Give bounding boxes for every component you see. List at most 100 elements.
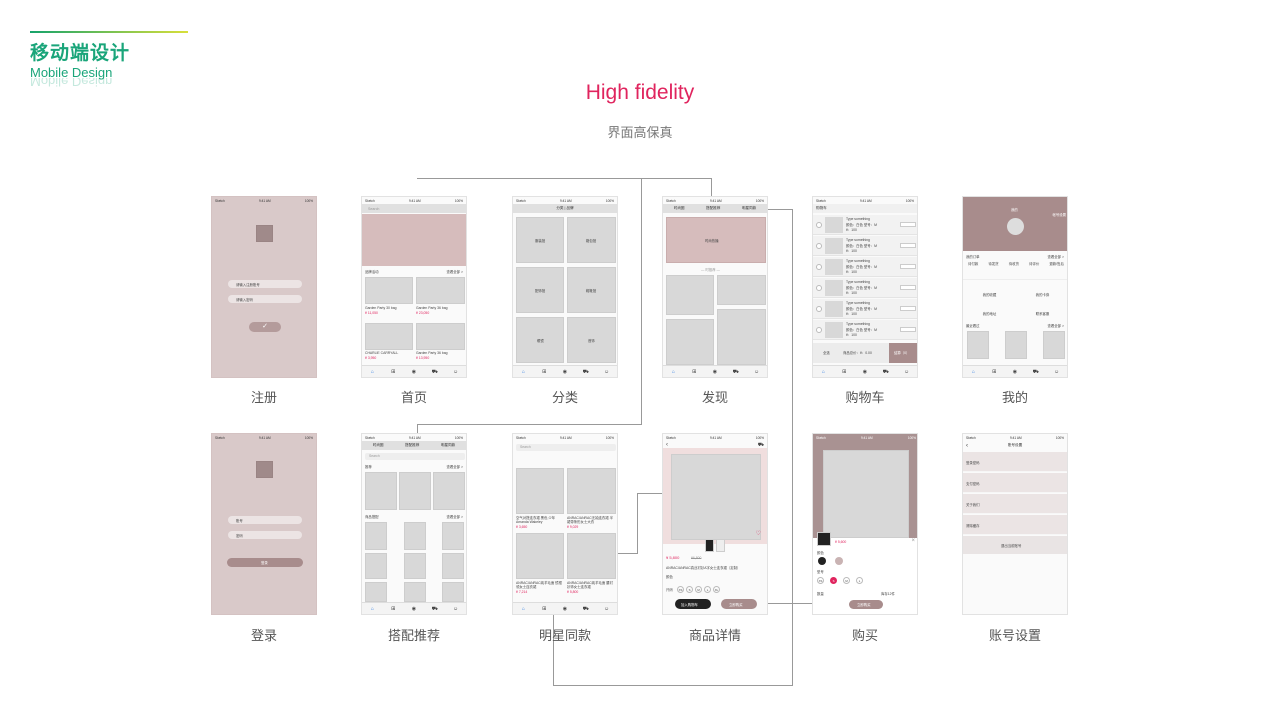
close-icon[interactable]: × [911,538,915,544]
quantity-stepper[interactable] [900,327,916,332]
product-card[interactable] [516,533,564,579]
support-item[interactable]: 联系客服 [1016,301,1067,320]
select-all-label[interactable]: 全选 [823,351,830,355]
heart-icon[interactable]: ♡ [755,531,761,537]
recent-more-link[interactable]: 查看全部 > [1047,324,1064,328]
recent-item[interactable] [1005,331,1027,359]
combo-item[interactable] [404,582,426,602]
combo-item[interactable] [404,553,426,579]
size-chip[interactable]: M [843,577,850,584]
tab-star[interactable]: 明星同款 [741,206,757,210]
quantity-stepper[interactable] [900,285,916,290]
see-all-link[interactable]: 查看全部 > [446,465,463,469]
feed-card[interactable] [666,275,714,315]
combo-item[interactable] [365,522,387,550]
settings-link[interactable]: 帐号设置 [1052,213,1066,217]
home-icon[interactable]: ⌂ [370,368,374,375]
tab-star[interactable]: 明星同款 [440,443,456,447]
category-tile[interactable]: 鞋靴馆 [567,267,616,313]
quantity-stepper[interactable] [900,243,916,248]
settings-row[interactable]: 支付密码 [963,473,1067,493]
order-pending-receive[interactable]: 待收货 [1008,262,1019,266]
home-icon[interactable]: ⌂ [521,368,525,375]
color-option[interactable] [835,557,843,565]
tab-match[interactable]: 搭配推荐 [405,443,420,447]
feed-card[interactable] [717,309,766,365]
product-card[interactable] [416,277,465,304]
cart-icon[interactable]: ⛟ [882,368,889,375]
category-tile[interactable]: 配饰馆 [516,267,564,313]
all-orders-link[interactable]: 查看全部 > [1047,255,1064,259]
feed-card[interactable] [717,275,766,305]
combo-item[interactable] [442,553,464,579]
tab-fashion[interactable]: 时尚圈 [372,443,384,447]
search-bar[interactable]: Search [365,453,465,460]
cart-icon[interactable]: ⛟ [431,605,438,612]
combo-item[interactable] [365,553,387,579]
combo-item[interactable] [404,522,426,550]
product-card[interactable] [365,323,413,350]
order-pending-review[interactable]: 待评价 [1029,262,1040,266]
cart-icon[interactable]: ⛟ [582,368,589,375]
user-icon[interactable]: ☺ [604,605,610,612]
size-chip[interactable]: L [704,586,711,593]
home-icon[interactable]: ⌂ [821,368,825,375]
settings-row[interactable]: 关于我们 [963,494,1067,514]
combo-item[interactable] [365,582,387,602]
see-all-link[interactable]: 查看全部 > [446,515,463,519]
grid-icon[interactable]: ⊞ [842,368,847,375]
account-input[interactable]: 账号 [228,516,302,524]
login-button[interactable]: 登录 [227,558,303,567]
category-tile[interactable]: 箱包馆 [567,217,616,263]
eye-icon[interactable]: ◉ [411,605,417,612]
eye-icon[interactable]: ◉ [562,368,568,375]
category-tile[interactable]: 眼镜 [516,317,564,363]
see-all-link[interactable]: 查看全部 > [446,270,463,274]
color-option-selected[interactable] [818,557,826,565]
home-icon[interactable]: ⌂ [370,605,374,612]
size-chip[interactable]: XL [713,586,720,593]
select-checkbox[interactable] [816,306,822,312]
product-card[interactable] [416,323,465,350]
register-submit-button[interactable]: ✓ [249,322,281,332]
cart-icon[interactable]: ⛟ [732,368,739,375]
settings-row[interactable]: 登录密码 [963,452,1067,472]
select-checkbox[interactable] [816,285,822,291]
select-checkbox[interactable] [816,222,822,228]
product-card[interactable] [567,468,616,514]
category-tile[interactable]: 服装馆 [516,217,564,263]
back-icon[interactable]: ‹ [966,442,968,449]
grid-icon[interactable]: ⊞ [542,605,547,612]
feed-card[interactable] [666,319,714,365]
select-checkbox[interactable] [816,264,822,270]
favorites-item[interactable]: 我的收藏 [963,280,1016,301]
order-pending-ship[interactable]: 待发货 [988,262,999,266]
quantity-stepper[interactable] [900,264,916,269]
confirm-buy-button[interactable]: 立即购买 [849,600,883,609]
product-gallery[interactable]: ♡ [663,448,767,544]
password-input[interactable]: 请输入密码 [228,295,302,303]
eye-icon[interactable]: ◉ [712,368,718,375]
size-chip[interactable]: XS [817,577,824,584]
product-card[interactable] [365,277,413,304]
grid-icon[interactable]: ⊞ [391,368,396,375]
size-chip[interactable]: S [830,577,837,584]
order-refund[interactable]: 退款/售后 [1049,262,1064,266]
order-pending-pay[interactable]: 待付款 [968,262,979,266]
quantity-stepper[interactable] [900,306,916,311]
tab-match[interactable]: 搭配推荐 [706,206,721,210]
checkout-button[interactable]: 结算（0） [889,343,917,363]
home-icon[interactable]: ⌂ [671,368,675,375]
settings-row[interactable]: 清除缓存 [963,515,1067,535]
coupons-item[interactable]: 我的卡券 [1016,280,1067,301]
tab-fashion[interactable]: 时尚圈 [673,206,685,210]
home-icon[interactable]: ⌂ [521,605,525,612]
search-bar[interactable]: Search [516,444,616,451]
grid-icon[interactable]: ⊞ [391,605,396,612]
recent-item[interactable] [1043,331,1065,359]
